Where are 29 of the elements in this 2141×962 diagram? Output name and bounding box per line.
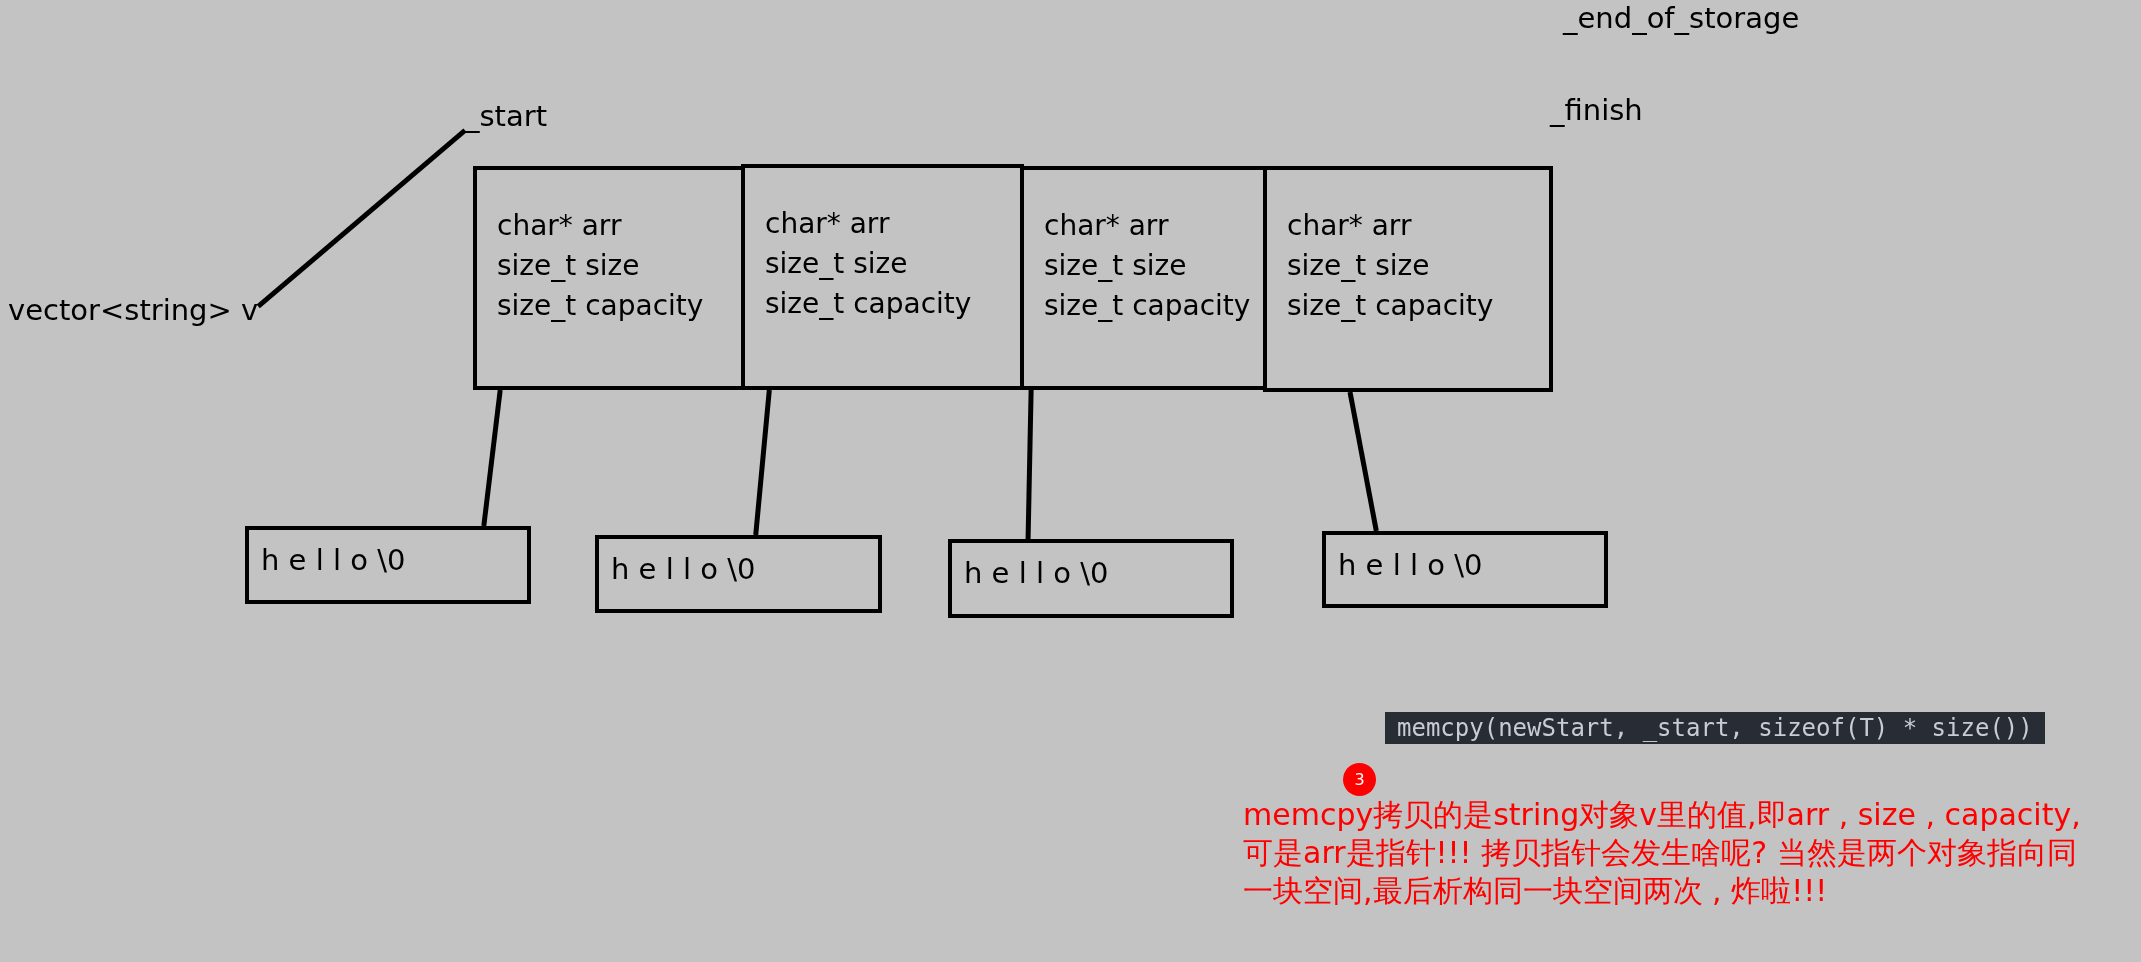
- string-text: h e l l o \0: [1338, 547, 1483, 583]
- step-badge: 3: [1343, 763, 1376, 796]
- variable-label: vector<string> v: [8, 292, 259, 328]
- member-text: char* arr: [497, 208, 623, 244]
- member-text: size_t size: [765, 246, 909, 282]
- member-text: size_t size: [1044, 248, 1188, 284]
- member-text: size_t capacity: [1287, 288, 1495, 324]
- string-text: h e l l o \0: [261, 542, 406, 578]
- memory-box: [1322, 531, 1608, 608]
- member-text: size_t size: [1287, 248, 1431, 284]
- struct-cell: [741, 164, 1024, 390]
- pointer-label: _finish: [1550, 92, 1643, 128]
- member-text: size_t capacity: [765, 286, 973, 322]
- struct-cell: [1263, 166, 1553, 392]
- memory-box: [245, 526, 531, 604]
- code-snippet: memcpy(newStart, _start, sizeof(T) * size()): [1385, 712, 2045, 744]
- memory-box: [595, 535, 882, 613]
- member-text: size_t capacity: [497, 288, 705, 324]
- member-text: size_t capacity: [1044, 288, 1252, 324]
- member-text: char* arr: [765, 206, 891, 242]
- memory-box: [948, 539, 1234, 618]
- variable-label: _start: [465, 98, 548, 134]
- member-text: char* arr: [1044, 208, 1170, 244]
- string-text: h e l l o \0: [964, 555, 1109, 591]
- member-text: char* arr: [1287, 208, 1413, 244]
- member-text: size_t size: [497, 248, 641, 284]
- note-text: memcpy拷贝的是string对象v里的值,即arr , size , capacity,可是arr是指针!!! 拷贝指针会发生啥呢? 当然是两个对象指向同一块空间,最后析构同一块空间两次 , 炸啦!!!: [1243, 796, 2082, 910]
- string-text: h e l l o \0: [611, 551, 756, 587]
- pointer-label: _end_of_storage: [1563, 0, 1800, 36]
